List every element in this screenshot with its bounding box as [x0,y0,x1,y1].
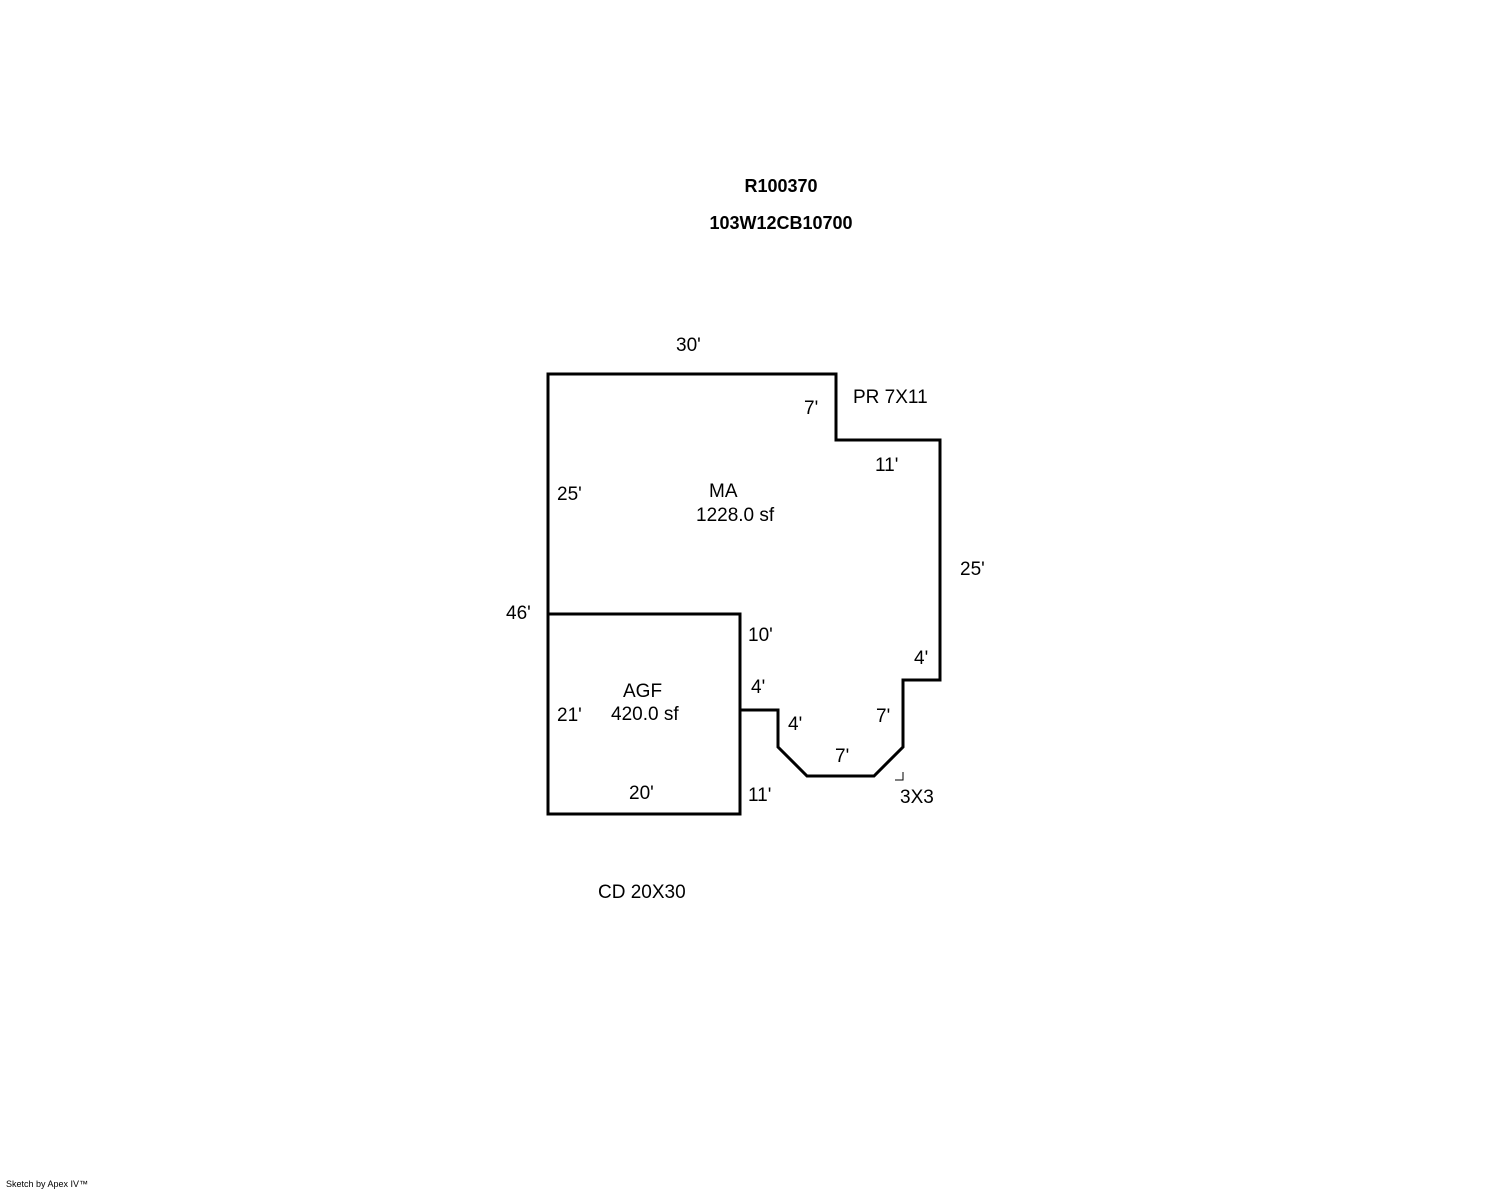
map-id: 103W12CB10700 [709,213,853,233]
bay-corner-mark [895,772,904,781]
dim-garage-right-lower: 11' [748,785,771,806]
dim-porch-top: 11' [875,455,898,476]
dim-top: 30' [676,335,701,356]
dim-bay-bottom: 7' [835,746,849,767]
garage-area-size: 420.0 sf [611,704,679,725]
dim-bay-side: 7' [876,706,890,727]
dim-garage-right-upper: 10' [748,625,773,646]
dim-left-upper: 25' [557,484,582,505]
bay-note: 3X3 [900,787,934,808]
garage-area-code: AGF [623,681,662,702]
dim-step-down: 4' [788,714,802,735]
sketch-credit: Sketch by Apex IV™ [6,1179,89,1189]
main-area-code: MA [709,481,738,502]
dim-right: 25' [960,559,985,580]
porch-note: PR 7X11 [853,387,928,408]
detached-note: CD 20X30 [598,882,686,903]
dim-step-out: 4' [751,677,765,698]
dim-garage-left: 21' [557,705,582,726]
main-area-size: 1228.0 sf [696,505,775,526]
dim-left-total: 46' [506,603,531,624]
garage-outline [546,612,742,816]
dim-garage-bottom: 20' [629,783,654,804]
dim-right-lower: 4' [914,648,928,669]
parcel-id: R100370 [744,176,818,196]
dim-porch-drop: 7' [804,398,818,419]
